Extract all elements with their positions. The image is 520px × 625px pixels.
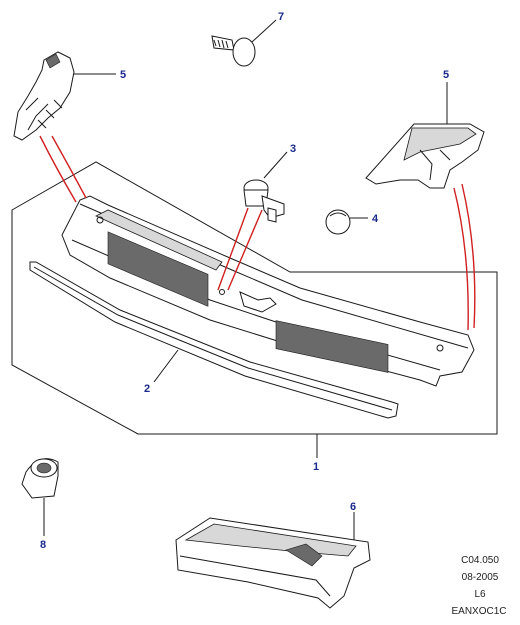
callout-7: 7 xyxy=(278,11,284,23)
leader-3 xyxy=(263,151,288,179)
relation-line-bracket-left-b xyxy=(51,135,87,199)
assembly-outline xyxy=(11,161,498,435)
relation-line-clip-b xyxy=(227,209,263,291)
reference-code: C04.050 xyxy=(461,555,499,566)
leader-7 xyxy=(251,19,277,43)
relation-line-bracket-right-b xyxy=(461,183,476,329)
callout-5-left: 5 xyxy=(120,69,126,81)
cap-part xyxy=(325,209,351,235)
callout-8: 8 xyxy=(40,539,46,551)
reference-figure-id: EANXOC1C xyxy=(451,606,507,617)
vent-grille-left xyxy=(107,231,209,307)
cowl-panel-part xyxy=(61,195,475,387)
reference-date: 08-2005 xyxy=(461,572,499,583)
seal-strip-part xyxy=(29,261,399,419)
callout-4: 4 xyxy=(372,213,379,225)
vent-grille-right xyxy=(275,320,389,373)
side-bracket-right-part xyxy=(365,123,485,189)
clip-part xyxy=(243,179,285,223)
relation-line-bracket-left-a xyxy=(39,135,77,203)
callout-1: 1 xyxy=(313,461,319,473)
grommet-part xyxy=(21,458,59,499)
lower-panel-part xyxy=(175,517,371,609)
callout-6: 6 xyxy=(350,501,356,513)
leader-2 xyxy=(153,349,179,383)
callout-3: 3 xyxy=(290,143,296,155)
callout-2: 2 xyxy=(144,383,150,395)
side-bracket-left-part xyxy=(13,51,75,141)
relation-line-clip-a xyxy=(217,207,249,291)
fastener-part xyxy=(211,35,256,67)
callout-5-right: 5 xyxy=(443,69,449,81)
relation-line-bracket-right-a xyxy=(453,187,469,331)
reference-engine: L6 xyxy=(474,589,486,600)
